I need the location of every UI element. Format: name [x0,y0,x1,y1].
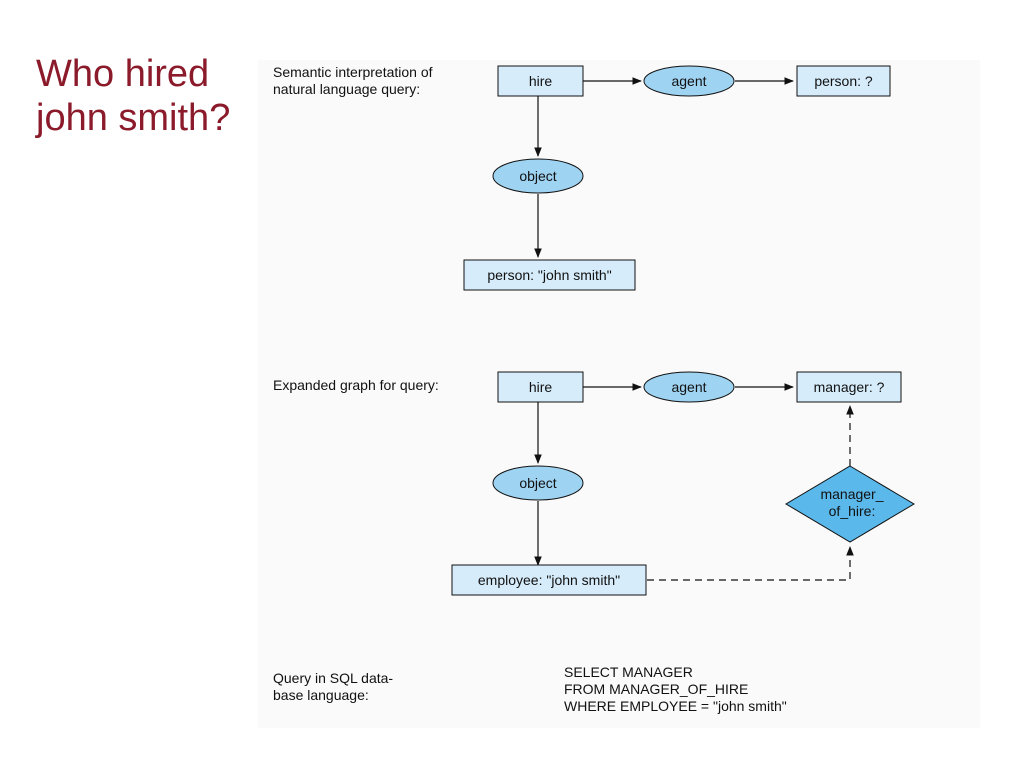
node-manager-of-hire-line-2: of_hire: [829,503,876,519]
sql-query: SELECT MANAGER FROM MANAGER_OF_HIRE WHER… [564,664,787,715]
title-line-1: Who hired [36,53,210,95]
node-manager-query: manager: ? [796,371,902,403]
section1-label: Semantic interpretation of natural langu… [273,64,433,98]
node-person-query: person: ? [796,65,891,97]
section2-label: Expanded graph for query: [273,377,439,393]
node-person-john-label: person: "john smith" [487,267,611,283]
node-agent-1-label: agent [671,73,706,89]
node-hire-2: hire [497,371,584,403]
node-agent-2: agent [643,371,735,403]
sql-line-1: SELECT MANAGER [564,664,693,680]
section3-label: Query in SQL data- base language: [273,670,393,704]
node-object-2-label: object [519,475,556,491]
node-employee-john-label: employee: "john smith" [478,572,620,588]
node-person-john: person: "john smith" [463,259,636,291]
node-manager-query-label: manager: ? [814,379,885,395]
node-object-1: object [492,158,584,194]
slide-title: Who hired john smith? [36,52,230,140]
sql-line-2: FROM MANAGER_OF_HIRE [564,681,749,697]
node-manager-of-hire: manager_ of_hire: [785,465,915,543]
node-person-query-label: person: ? [814,73,873,89]
node-hire-1-label: hire [529,73,553,89]
node-object-1-label: object [519,168,556,184]
section1-label-line-1: Semantic interpretation of [273,64,433,80]
node-hire-1: hire [497,65,584,97]
section3-label-line-1: Query in SQL data- [273,670,394,686]
section3-label-line-2: base language: [273,687,369,703]
title-line-2: john smith? [36,97,231,139]
sql-line-3: WHERE EMPLOYEE = "john smith" [564,698,787,714]
node-hire-2-label: hire [529,379,553,395]
section1-label-line-2: natural language query: [273,81,421,97]
node-agent-2-label: agent [671,379,706,395]
node-employee-john: employee: "john smith" [451,564,647,596]
node-manager-of-hire-line-1: manager_ [820,486,883,502]
node-agent-1: agent [643,65,735,97]
edge-employee-manager-of-hire [647,546,854,581]
node-object-2: object [492,465,584,501]
